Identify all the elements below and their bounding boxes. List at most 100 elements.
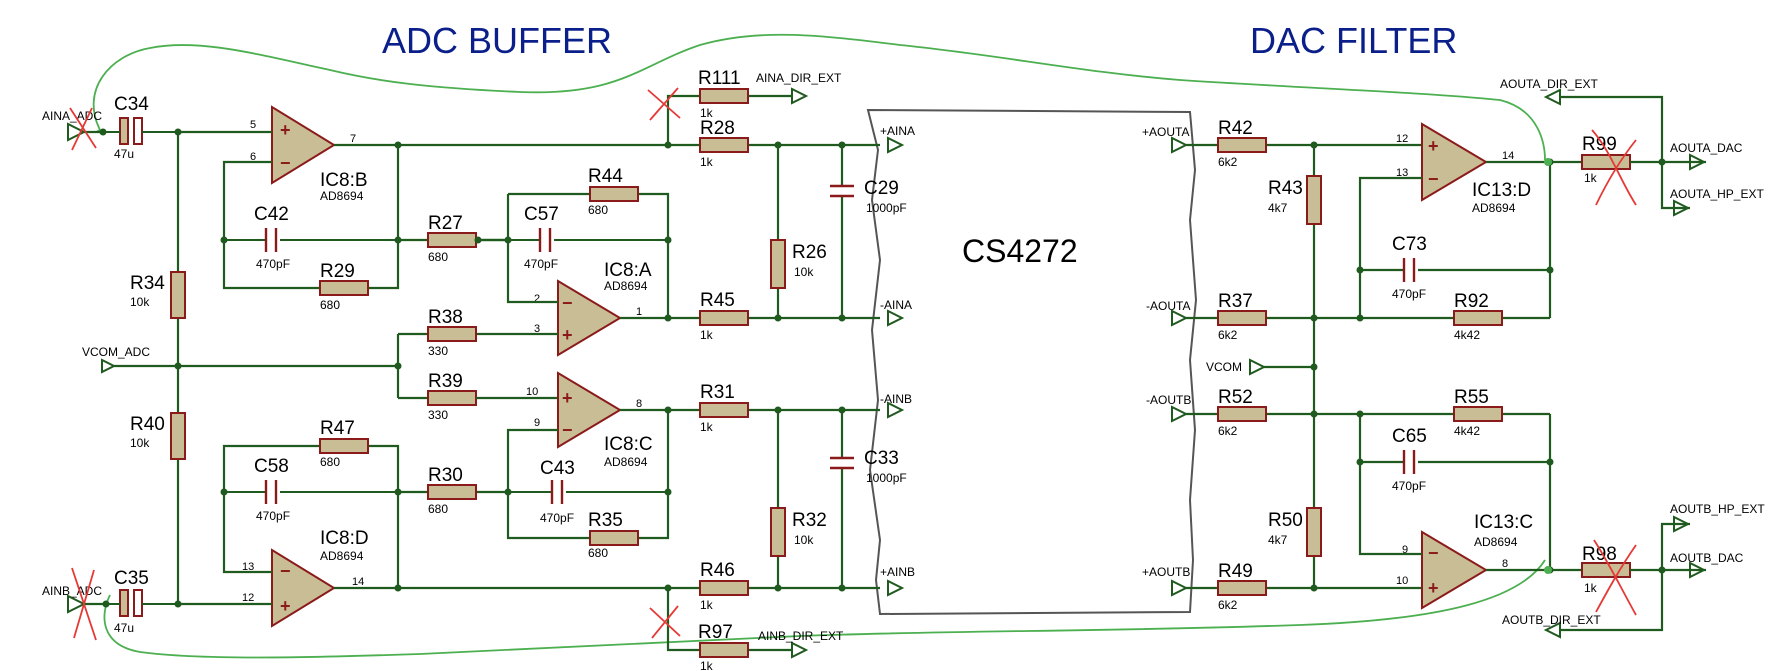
ic8b-pin6: 6 (250, 151, 256, 163)
r42-ref: R42 (1218, 118, 1253, 139)
junction-dot (1658, 158, 1666, 166)
r98-val: 1k (1584, 581, 1598, 595)
minus-aouta-label: -AOUTA (1146, 299, 1190, 313)
adc-buffer-title: ADC BUFFER (382, 20, 612, 61)
r30-val: 680 (428, 502, 448, 516)
aouta-hp-label: AOUTA_HP_EXT (1670, 187, 1764, 201)
ic8c-val: AD8694 (604, 455, 648, 469)
ic13d-minus: − (1428, 169, 1439, 189)
junction-dot (838, 141, 846, 149)
r38-ref: R38 (428, 307, 463, 328)
junction-dot (1546, 458, 1554, 466)
r31-ref: R31 (700, 382, 735, 403)
c73-fb-wire (1360, 162, 1552, 320)
r92-ref: R92 (1454, 291, 1489, 312)
r28-body (699, 137, 749, 153)
r37-val: 6k2 (1218, 328, 1238, 342)
r45-ref: R45 (700, 290, 735, 311)
ainb-adc-port-icon (67, 594, 87, 614)
ic8c-minus: − (562, 420, 573, 440)
c34-val: 47u (114, 147, 134, 161)
c35-val: 47u (114, 621, 134, 635)
r29-body (319, 280, 369, 296)
r26-val: 10k (794, 265, 814, 279)
minus-rails (748, 316, 880, 412)
c35-ref: C35 (114, 568, 149, 589)
junction-dot (664, 314, 672, 322)
r38-val: 330 (428, 344, 448, 358)
r50-body (1306, 507, 1322, 557)
ainb-adc-removed-mark (71, 567, 97, 641)
r99-val: 1k (1584, 171, 1598, 185)
r27-val: 680 (428, 250, 448, 264)
junction-dot (1310, 584, 1318, 592)
r43-val: 4k7 (1268, 201, 1288, 215)
plus-ainb-port-icon (887, 579, 905, 597)
c34-plate2-icon (133, 117, 143, 145)
ic8c-plus: + (562, 388, 573, 408)
r99-removed-mark (1591, 129, 1637, 206)
r35-body (589, 530, 639, 546)
ainb-dir-port-icon (791, 641, 809, 659)
r47-ref: R47 (320, 418, 355, 439)
ic8b-plus: + (280, 120, 291, 140)
ic8a-pin3: 3 (534, 323, 540, 335)
r111-removed-mark (647, 87, 681, 121)
ic13c-minus: − (1428, 543, 1439, 563)
plus-aina-label: +AINA (880, 124, 915, 138)
r27-ref: R27 (428, 213, 463, 234)
junction-dot (774, 406, 782, 414)
ic8c-opamp-icon (557, 371, 622, 449)
minus-aouta-port-icon (1171, 309, 1189, 327)
junction-dot (774, 141, 782, 149)
junction-dot (1310, 141, 1318, 149)
r97-removed-mark (649, 605, 681, 639)
r46-val: 1k (700, 598, 714, 612)
signal-path-outline (92, 33, 1546, 659)
ic8d-pin14: 14 (352, 576, 364, 588)
aoutb-hp-label: AOUTB_HP_EXT (1670, 502, 1765, 516)
vcom-adc-port-icon (101, 358, 117, 374)
r28-val: 1k (700, 155, 714, 169)
junction-dot (664, 406, 672, 414)
c58-ref: C58 (254, 456, 289, 477)
junction-dot (1658, 566, 1666, 574)
r30-body (427, 484, 477, 500)
ainb-dir-wire (666, 588, 792, 652)
ic8c-pin9: 9 (534, 417, 540, 429)
ainb-adc-label: AINB_ADC (42, 584, 102, 598)
ic8b-fb-wire (222, 143, 400, 290)
r32-val: 10k (794, 533, 814, 547)
junction-dot (838, 314, 846, 322)
aoutb-dac-port-icon (1689, 561, 1707, 579)
ic8d-val: AD8694 (320, 549, 364, 563)
c43-ref: C43 (540, 458, 575, 479)
minus-aoutb-port-icon (1171, 405, 1189, 423)
r32-body (770, 507, 786, 557)
r45-val: 1k (700, 328, 714, 342)
aouta-dir-port-icon (1543, 88, 1561, 106)
c34-plate-icon (119, 117, 129, 145)
c65-ref: C65 (1392, 426, 1427, 447)
aouta-hp-port-icon (1673, 199, 1691, 217)
c58-val: 470pF (256, 509, 290, 523)
minus-ainb-label: -AINB (880, 392, 912, 406)
cs4272-label: CS4272 (962, 233, 1078, 269)
ainb-dir-label: AINB_DIR_EXT (758, 629, 844, 643)
r43-body (1306, 175, 1322, 225)
r40-body (170, 412, 186, 460)
r92-body (1453, 310, 1503, 326)
r34-ref: R34 (130, 273, 165, 294)
ic13d-pin14: 14 (1502, 150, 1514, 162)
junction-dot (774, 584, 782, 592)
ic13c-val: AD8694 (1474, 535, 1518, 549)
ic13d-pin13: 13 (1396, 167, 1408, 179)
minus-aina-label: -AINA (880, 298, 912, 312)
r50-val: 4k7 (1268, 533, 1288, 547)
ic8a-in-minus-wire (478, 238, 558, 304)
junction-dot (1544, 566, 1552, 574)
vcom-split-wire (396, 332, 428, 400)
c33-ref: C33 (864, 448, 899, 469)
junction-dot (1310, 363, 1318, 371)
r97-val: 1k (700, 659, 714, 671)
